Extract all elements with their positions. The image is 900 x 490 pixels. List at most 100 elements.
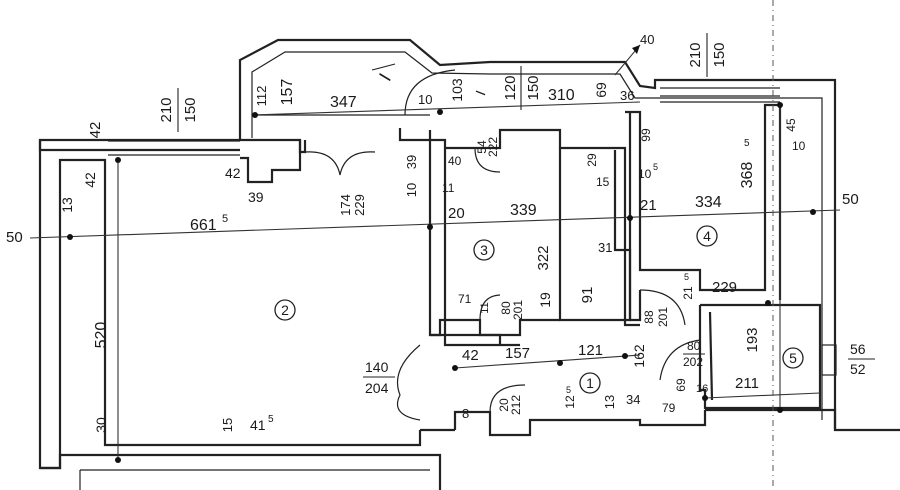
dim-21-a: 21 <box>640 197 657 214</box>
dim-150-b: 150 <box>525 75 542 100</box>
dim-42-corr: 42 <box>462 347 479 364</box>
wall-balcony-door-right <box>398 128 520 347</box>
dim-dot <box>437 109 443 115</box>
dim-202: 202 <box>683 355 703 369</box>
dim-520: 520 <box>93 322 110 349</box>
arrow-head-40 <box>632 45 640 54</box>
dim-12: 12 <box>563 395 577 409</box>
room-markers: 2 3 4 5 1 <box>274 225 804 394</box>
dim-34: 34 <box>626 392 640 407</box>
balcony-label-overline <box>371 63 396 71</box>
window-right-top: 210 <box>687 42 704 67</box>
wall-corridor-top <box>428 130 502 345</box>
door-corridor-bottom <box>489 384 526 413</box>
balcony-inner-wall <box>251 51 823 420</box>
dim-11-b: 11 <box>479 302 491 313</box>
dim-line-room5 <box>704 392 821 399</box>
dim-211: 211 <box>735 375 759 392</box>
room-4-label: 4 <box>703 228 711 244</box>
dim-157-corr: 157 <box>505 345 530 362</box>
dim-69-top: 69 <box>593 82 609 98</box>
dim-229: 229 <box>712 279 737 296</box>
dim-40-b: 40 <box>448 154 462 168</box>
dim-42-col: 42 <box>225 165 241 181</box>
dim-13: 13 <box>59 197 75 213</box>
dim-212: 212 <box>509 395 523 415</box>
outer-wall-west <box>38 138 422 470</box>
dim-201-a: 201 <box>511 300 525 320</box>
wall-room5-inner <box>708 311 714 401</box>
dim-dot <box>702 395 708 401</box>
dim-dot <box>67 234 73 240</box>
dim-12-sup: 5 <box>566 385 571 395</box>
dim-174: 174 <box>338 194 353 216</box>
room-1-circle <box>579 372 601 394</box>
dim-line-balcony <box>251 101 641 116</box>
dimension-lines <box>29 0 841 490</box>
window-left-top: 210 <box>158 97 175 122</box>
dim-dot <box>252 112 258 118</box>
door-room5 <box>659 339 701 381</box>
window-right-label: 210 150 <box>687 33 728 77</box>
dim-19: 19 <box>537 292 553 308</box>
dim-20-b: 20 <box>497 398 511 412</box>
room-5-circle <box>782 347 804 369</box>
window-left-bottom: 150 <box>182 97 199 122</box>
dim-42-inner: 42 <box>82 172 98 188</box>
dim-dot <box>115 457 121 463</box>
dim-dot <box>765 300 771 306</box>
dim-line-horizontal-main <box>29 209 841 239</box>
dim-41-sup: 5 <box>268 414 274 425</box>
dimension-dots <box>67 102 816 463</box>
wall-bottom-right <box>705 408 900 432</box>
doors <box>304 69 701 421</box>
dim-347: 347 <box>330 94 357 111</box>
balcony-wall <box>238 38 837 430</box>
balcony-label-2: I <box>472 90 488 97</box>
dim-50-right: 50 <box>842 191 859 208</box>
dim-36: 36 <box>620 88 634 103</box>
dim-dot <box>810 209 816 215</box>
dim-39-b: 39 <box>404 155 419 169</box>
dim-21-b: 21 <box>681 286 695 300</box>
dim-30: 30 <box>93 417 109 433</box>
wall-corridor-bottom <box>453 410 707 437</box>
dim-99: 99 <box>639 128 653 142</box>
dim-121: 121 <box>578 342 603 359</box>
dim-16: 16 <box>696 383 708 395</box>
dim-42-top: 42 <box>87 122 104 139</box>
dim-39-col: 39 <box>248 189 264 205</box>
dim-dot <box>622 353 628 359</box>
dim-157-balc: 157 <box>279 79 296 106</box>
dim-dot <box>115 157 121 163</box>
dim-310: 310 <box>548 87 575 104</box>
door-room3-bottom <box>479 294 501 321</box>
dim-21-b-sup: 5 <box>684 272 689 282</box>
dim-10-b: 10 <box>404 183 419 197</box>
room-1-label: 1 <box>586 375 594 391</box>
dim-79: 79 <box>662 401 676 415</box>
south-wall <box>40 453 442 490</box>
dim-69-b: 69 <box>674 378 688 392</box>
room-3-circle <box>473 239 495 261</box>
dimension-labels: 42 50 50 13 42 42 39 661 5 520 30 15 41 … <box>6 32 875 433</box>
dim-52: 52 <box>850 361 866 377</box>
wall-room3 <box>445 128 640 327</box>
column-top <box>240 138 302 184</box>
dim-40-arrow: 40 <box>640 32 654 47</box>
dim-193: 193 <box>744 327 761 352</box>
dim-31: 31 <box>598 240 612 255</box>
dim-10-a: 10 <box>418 92 432 107</box>
door-balcony-top <box>404 69 456 116</box>
room-3-label: 3 <box>480 242 488 258</box>
dim-80-b: 80 <box>687 339 701 353</box>
wall-balcony-door-left <box>298 140 307 154</box>
wall-room4-left <box>625 103 782 300</box>
dim-15: 15 <box>220 418 235 432</box>
dim-dot <box>452 365 458 371</box>
dim-10-c-sup: 5 <box>653 162 658 172</box>
dim-661: 661 <box>190 217 217 234</box>
dim-50-left: 50 <box>6 229 23 246</box>
dim-229-door: 229 <box>352 194 367 216</box>
